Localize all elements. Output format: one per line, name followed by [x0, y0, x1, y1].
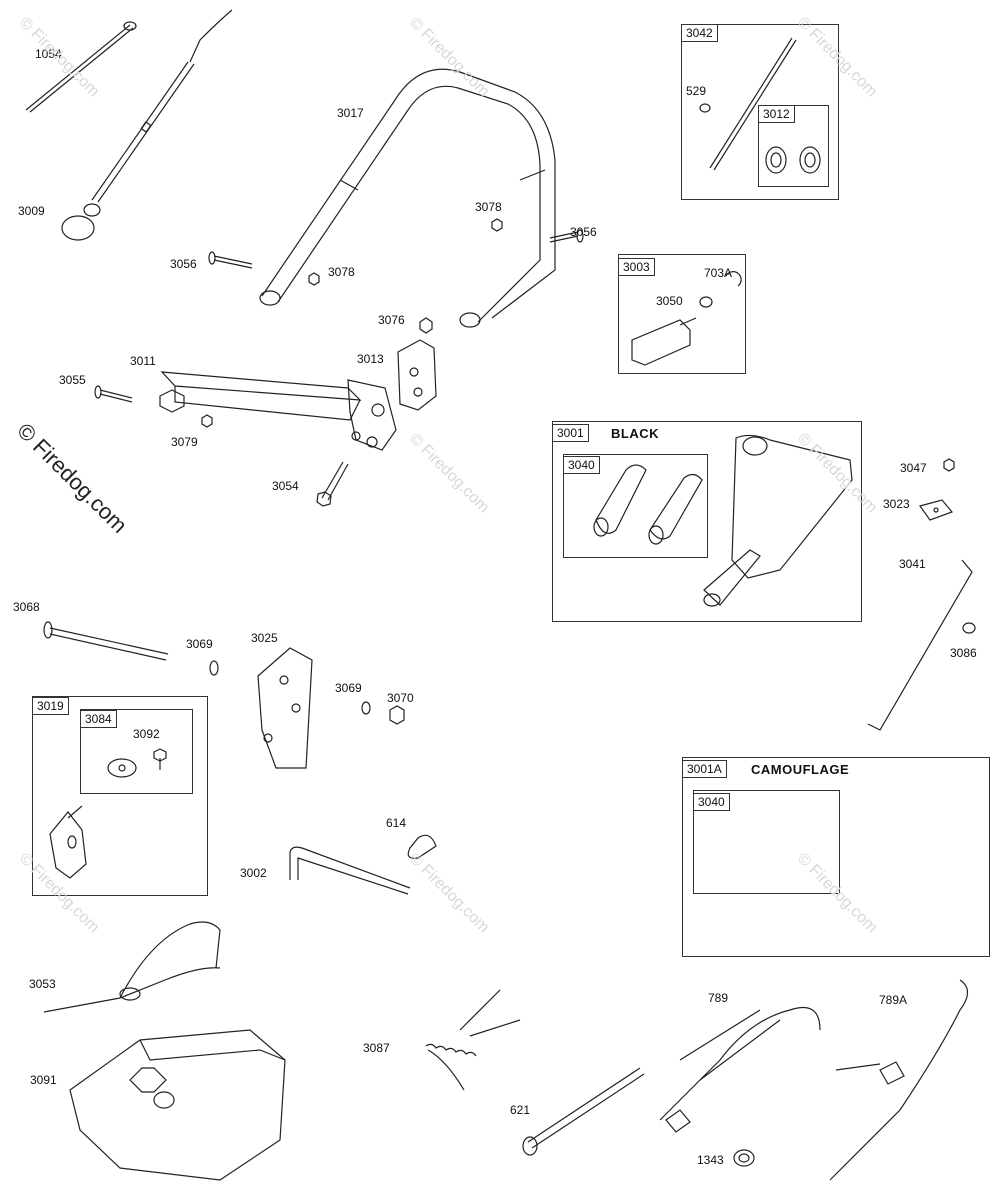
- label-789: 789: [708, 991, 729, 1005]
- part-3001-handle-black: [703, 434, 853, 607]
- part-3003-switch: [631, 271, 742, 366]
- part-3012-grommets: [765, 146, 821, 174]
- part-3055-bolt: [94, 385, 133, 403]
- part-3076-nut: [419, 317, 433, 334]
- part-3056-bolts: [208, 229, 584, 269]
- label-3069-right: 3069: [335, 681, 362, 695]
- label-3078-lower: 3078: [328, 265, 355, 279]
- label-3047: 3047: [900, 461, 927, 475]
- box-label-3084: 3084: [80, 710, 117, 728]
- part-3087-coil-cord: [425, 989, 521, 1091]
- label-3079: 3079: [171, 435, 198, 449]
- part-3017-upper-handle: [259, 68, 556, 328]
- frame-3019: [32, 696, 208, 896]
- part-3009-throttle-cable: [61, 9, 233, 241]
- label-3087: 3087: [363, 1041, 390, 1055]
- label-3017: 3017: [337, 106, 364, 120]
- label-3056-left: 3056: [170, 257, 197, 271]
- part-789-harness: [659, 1006, 821, 1133]
- label-3069-left: 3069: [186, 637, 213, 651]
- part-3019-bracket: [49, 805, 87, 879]
- label-3023: 3023: [883, 497, 910, 511]
- label-3053: 3053: [29, 977, 56, 991]
- label-3070: 3070: [387, 691, 414, 705]
- part-621-cable: [522, 1067, 645, 1156]
- part-3013-bracket: [397, 339, 437, 411]
- label-3009: 3009: [18, 204, 45, 218]
- frame-3001A: [682, 757, 990, 957]
- caption-black: BLACK: [611, 426, 659, 441]
- part-3042-cable: [699, 37, 797, 171]
- part-3040-grips-black: [593, 464, 703, 545]
- box-label-3040a: 3040: [563, 456, 600, 474]
- label-3055: 3055: [59, 373, 86, 387]
- label-3041: 3041: [899, 557, 926, 571]
- box-label-3019: 3019: [32, 697, 69, 715]
- label-1343: 1343: [697, 1153, 724, 1167]
- box-label-3012: 3012: [758, 105, 795, 123]
- part-3041-rod: [867, 559, 973, 731]
- label-3002: 3002: [240, 866, 267, 880]
- part-3079-nut: [201, 414, 213, 428]
- box-label-3040b: 3040: [693, 793, 730, 811]
- label-3076: 3076: [378, 313, 405, 327]
- label-621: 621: [510, 1103, 531, 1117]
- part-3068-bolt: [43, 621, 169, 661]
- part-3078-nuts: [308, 218, 503, 286]
- frame-3003: [618, 254, 746, 374]
- label-3054: 3054: [272, 479, 299, 493]
- label-3050: 3050: [656, 294, 683, 308]
- label-3011: 3011: [130, 354, 156, 368]
- label-3078-upper: 3078: [475, 200, 502, 214]
- part-1054-dipstick: [25, 21, 137, 113]
- part-789A-harness: [829, 979, 969, 1181]
- part-3084-3092: [107, 748, 167, 778]
- label-3025: 3025: [251, 631, 278, 645]
- caption-camouflage: CAMOUFLAGE: [751, 762, 850, 777]
- label-3068: 3068: [13, 600, 40, 614]
- part-3053-cable: [43, 921, 221, 1013]
- frame-3040b: [693, 790, 840, 894]
- label-3092: 3092: [133, 727, 160, 741]
- part-3011-lower-handle: [159, 371, 397, 451]
- frame-3084: [80, 709, 193, 794]
- box-label-3042: 3042: [681, 24, 718, 42]
- part-1343-grommet: [733, 1149, 755, 1167]
- frame-3042: [681, 24, 839, 200]
- label-703A: 703A: [704, 266, 733, 280]
- part-3091-fuel-tank: [69, 1029, 286, 1181]
- box-label-3003: 3003: [618, 258, 655, 276]
- label-3091: 3091: [30, 1073, 57, 1087]
- frame-3001: [552, 421, 862, 622]
- label-614: 614: [386, 816, 407, 830]
- frame-3040a: [563, 454, 708, 558]
- label-1054: 1054: [35, 47, 62, 61]
- box-label-3001: 3001: [552, 424, 589, 442]
- label-789A: 789A: [879, 993, 908, 1007]
- box-label-3001A: 3001A: [682, 760, 727, 778]
- part-3025-bracket: [257, 647, 313, 769]
- label-3056-right: 3056: [570, 225, 597, 239]
- part-3002-rod: [289, 846, 411, 895]
- part-3054-bolt: [316, 461, 349, 507]
- label-3013: 3013: [357, 352, 384, 366]
- label-3086: 3086: [950, 646, 977, 660]
- part-3086-washer: [962, 622, 976, 634]
- part-614-clip: [407, 834, 437, 859]
- label-529: 529: [686, 84, 707, 98]
- part-3069-3070: [209, 660, 405, 725]
- part-3047-3023: [919, 458, 955, 521]
